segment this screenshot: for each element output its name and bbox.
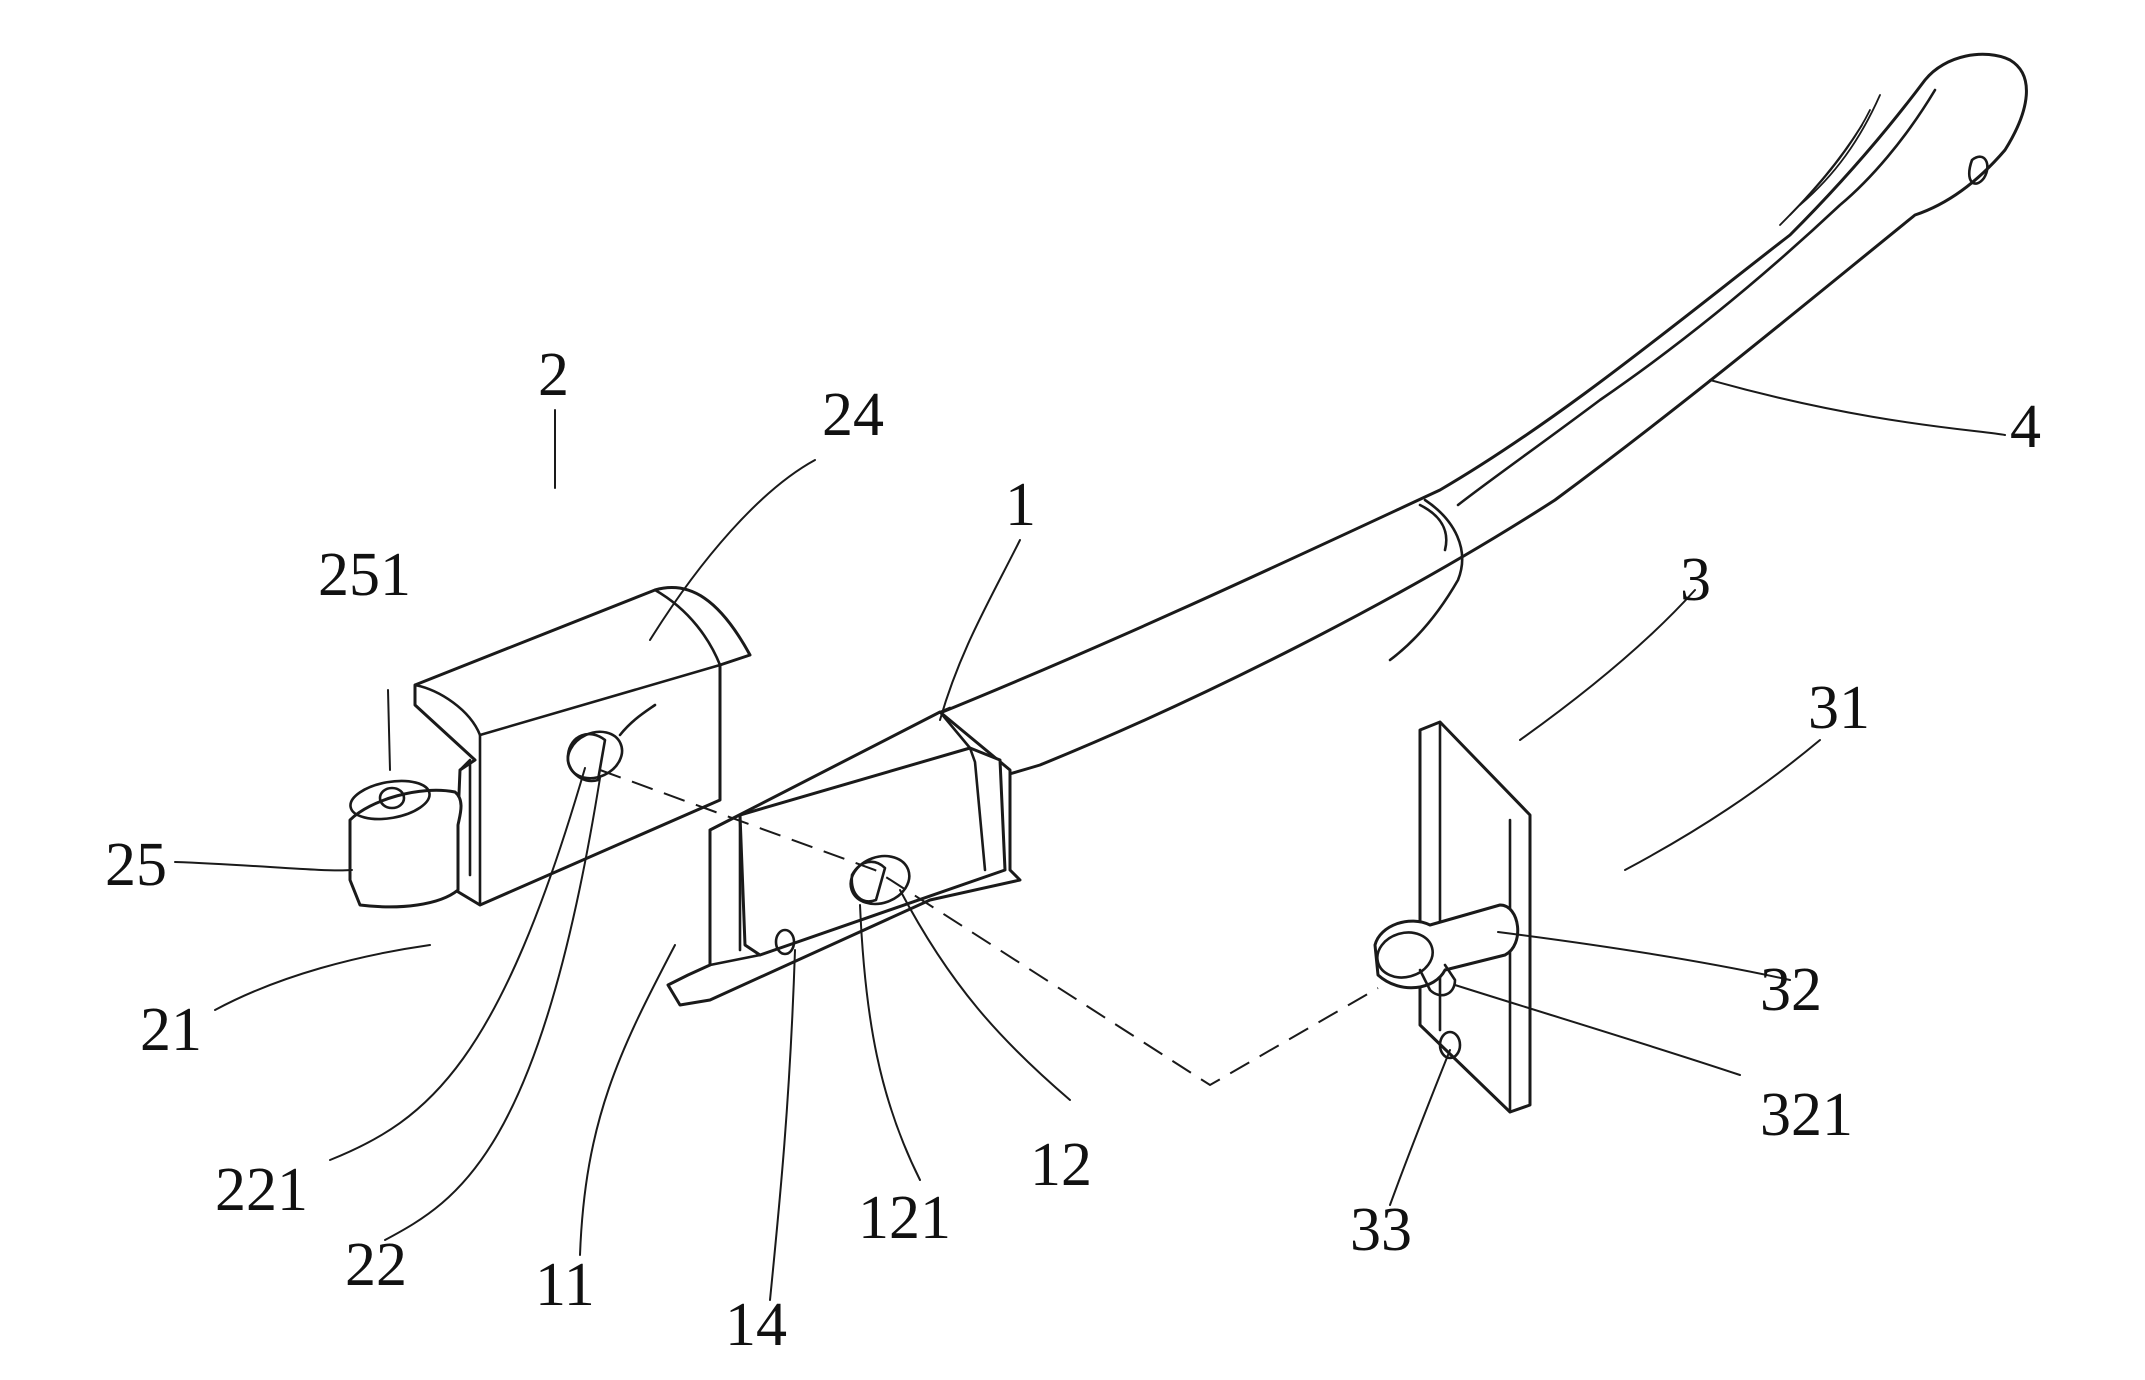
label-14: 14 [725, 1291, 787, 1359]
label-32: 32 [1760, 956, 1822, 1024]
label-121: 121 [858, 1184, 951, 1252]
label-3: 3 [1680, 546, 1711, 614]
label-24: 24 [822, 381, 884, 449]
label-4: 4 [2010, 393, 2041, 461]
label-1: 1 [1005, 471, 1036, 539]
label-21: 21 [140, 996, 202, 1064]
stud-plate [1372, 722, 1530, 1112]
label-31: 31 [1808, 674, 1870, 742]
hinge-block [415, 588, 750, 905]
label-11: 11 [535, 1251, 595, 1319]
label-33: 33 [1350, 1196, 1412, 1264]
hinge-barrel [347, 775, 461, 907]
label-22: 22 [345, 1231, 407, 1299]
label-251: 251 [318, 541, 411, 609]
label-2: 2 [538, 341, 569, 409]
label-25: 25 [105, 831, 167, 899]
label-221: 221 [215, 1156, 308, 1224]
label-12: 12 [1030, 1131, 1092, 1199]
label-321: 321 [1760, 1081, 1853, 1149]
